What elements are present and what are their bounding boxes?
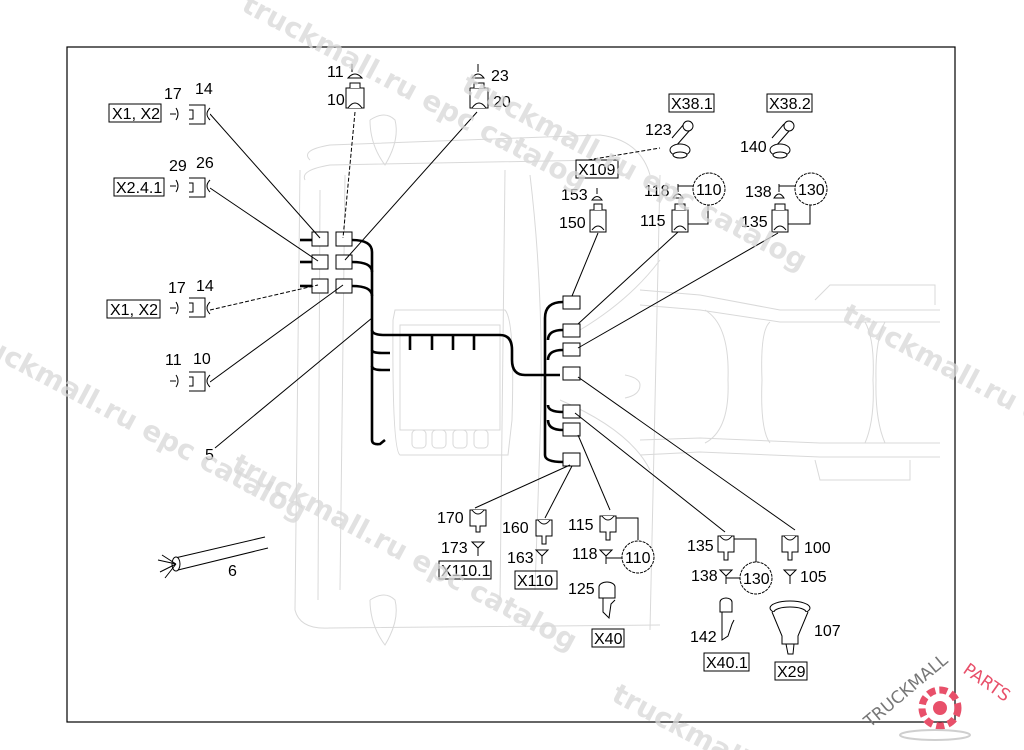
connector-id-x382: X38.2: [769, 96, 811, 113]
connector-id-x381: X38.1: [671, 96, 713, 113]
cable-item-6: [157, 536, 269, 579]
wiring-harness: [300, 238, 564, 464]
callout-140: 140: [740, 139, 767, 156]
callout-138: 138: [691, 568, 718, 585]
brand-accent: PARTS: [959, 660, 1014, 707]
callout-153: 153: [561, 187, 588, 204]
callout-105: 105: [800, 569, 827, 586]
callout-150: 150: [559, 215, 586, 232]
callout-14: 14: [195, 81, 213, 98]
connector-id-x241: X2.4.1: [116, 180, 162, 197]
connector-id-x110: X110: [517, 573, 553, 590]
callout-6: 6: [228, 563, 237, 580]
callout-130: 130: [743, 571, 770, 588]
connector-id-box: [668, 93, 715, 113]
connector-id-x1x2: X1, X2: [110, 302, 158, 319]
watermark-text: truckmall.ru epc catalog: [457, 67, 813, 277]
callout-110: 110: [625, 550, 651, 567]
connector-id-box: [438, 560, 492, 580]
brand-name: TRUCKMALL: [860, 650, 953, 732]
connector-id-x29: X29: [777, 664, 806, 681]
connector-id-box: [774, 661, 808, 681]
callout-160: 160: [502, 520, 529, 537]
callout-170: 170: [437, 510, 464, 527]
callout-135: 135: [687, 538, 714, 555]
watermark-text: truckmall.ru epc catalog: [837, 297, 1024, 507]
connector-id-x1x2: X1, X2: [112, 106, 160, 123]
connector-id-x40: X40: [594, 631, 623, 648]
gear-icon: [918, 686, 962, 730]
callout-115: 115: [568, 517, 594, 534]
callout-100: 100: [804, 540, 831, 557]
callout-110: 110: [696, 182, 722, 199]
connector-id-box: [703, 652, 750, 672]
callout-29: 29: [169, 158, 187, 175]
callouts: 17 14 X1, X2 29 26 X2.4.1 17 14 X1, X2 1…: [106, 64, 841, 681]
callout-138: 138: [745, 184, 772, 201]
connector-id-box: [575, 159, 619, 179]
callout-26: 26: [196, 155, 214, 172]
callout-163: 163: [507, 550, 534, 567]
watermark-text: truckmall.ru epc catalog: [237, 0, 593, 197]
connector-id-x1101: X110.1: [441, 563, 491, 580]
callout-115: 115: [640, 213, 666, 230]
callout-11: 11: [327, 64, 344, 81]
callout-11: 11: [165, 352, 182, 369]
connector-id-box: [514, 570, 558, 590]
callout-173: 173: [441, 540, 468, 557]
leader-lines: [209, 111, 796, 533]
callout-20: 20: [493, 94, 511, 111]
callout-5: 5: [205, 447, 214, 464]
callout-118: 118: [644, 183, 670, 200]
vehicle-outline: [294, 114, 940, 646]
brand-logo: TRUCKMALL PARTS: [860, 650, 1014, 741]
callout-10: 10: [193, 351, 211, 368]
connector-id-box: [591, 628, 625, 648]
callout-130: 130: [798, 182, 825, 199]
left-connector-block: [311, 231, 353, 294]
callout-10: 10: [327, 92, 345, 109]
connector-id-box: [766, 93, 813, 113]
connector-id-box: [108, 103, 162, 123]
diagram-frame: [66, 46, 956, 723]
callout-123: 123: [645, 122, 672, 139]
connector-id-x109: X109: [578, 162, 615, 179]
callout-17: 17: [168, 280, 186, 297]
callout-125: 125: [568, 581, 595, 598]
callout-107: 107: [814, 623, 841, 640]
callout-118: 118: [572, 546, 598, 563]
callout-142: 142: [690, 629, 717, 646]
callout-14: 14: [196, 278, 214, 295]
connector-id-x401: X40.1: [706, 655, 748, 672]
callout-17: 17: [164, 86, 182, 103]
connector-id-box: [106, 299, 161, 319]
connector-id-box: [113, 177, 165, 197]
connector-symbols: [170, 64, 828, 655]
right-connector-block: [562, 295, 581, 467]
callout-23: 23: [491, 68, 509, 85]
callout-135: 135: [741, 214, 768, 231]
